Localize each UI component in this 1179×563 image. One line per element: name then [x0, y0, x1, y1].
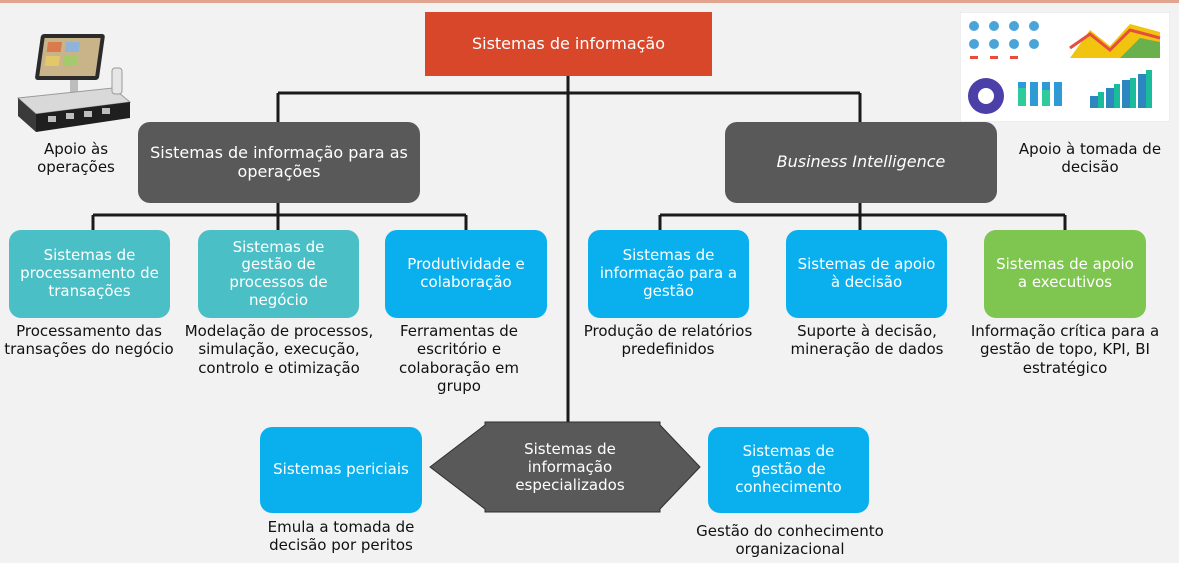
mis-node: Sistemas de informação para a gestão — [588, 230, 749, 318]
knowledge-management-label: Sistemas de gestão de conhecimento — [735, 442, 842, 496]
ess-caption: Informação crítica para a gestão de topo… — [970, 322, 1160, 377]
mis-caption: Produção de relatórios predefinidos — [583, 322, 753, 359]
bpm-label: Sistemas de gestão de processos de negóc… — [229, 237, 328, 309]
knowledge-management-caption: Gestão do conhecimento organizacional — [696, 522, 884, 559]
expert-systems-node: Sistemas periciais — [260, 427, 422, 513]
operations-side-caption: Apoio às operações — [37, 140, 115, 177]
bpm-caption: Modelação de processos, simulação, execu… — [184, 322, 374, 377]
bpm-node: Sistemas de gestão de processos de negóc… — [198, 230, 359, 318]
knowledge-management-node: Sistemas de gestão de conhecimento — [708, 427, 869, 513]
tps-caption: Processamento das transações do negócio — [4, 322, 174, 359]
pos-terminal-icon — [16, 34, 132, 132]
root-label: Sistemas de informação — [471, 33, 666, 53]
productivity-caption: Ferramentas de escritório e colaboração … — [398, 322, 520, 395]
ess-node: Sistemas de apoio a executivos — [984, 230, 1146, 318]
productivity-label: Produtividade e colaboração — [407, 255, 525, 291]
dss-label: Sistemas de apoio à decisão — [797, 255, 936, 291]
expert-systems-caption: Emula a tomada de decisão por peritos — [267, 518, 415, 555]
tps-node: Sistemas de processamento de transações — [9, 230, 170, 318]
bi-label: Business Intelligence — [776, 152, 946, 172]
bi-node: Business Intelligence — [725, 122, 997, 203]
expert-systems-label: Sistemas periciais — [273, 460, 409, 479]
operations-label: Sistemas de informação para as operações — [150, 142, 408, 181]
dashboard-icon — [960, 12, 1170, 122]
bi-side-caption: Apoio à tomada de decisão — [1018, 140, 1162, 177]
double-arrow-shape — [429, 421, 701, 513]
root-node: Sistemas de informação — [425, 12, 712, 76]
top-accent-line — [0, 0, 1179, 3]
specialized-label: Sistemas de informação especializados — [515, 440, 625, 494]
tps-label: Sistemas de processamento de transações — [20, 246, 159, 300]
operations-node: Sistemas de informação para as operações — [138, 122, 420, 203]
productivity-node: Produtividade e colaboração — [385, 230, 547, 318]
dss-caption: Suporte à decisão, mineração de dados — [790, 322, 944, 359]
dss-node: Sistemas de apoio à decisão — [786, 230, 947, 318]
mis-label: Sistemas de informação para a gestão — [599, 246, 738, 300]
ess-label: Sistemas de apoio a executivos — [996, 255, 1134, 291]
